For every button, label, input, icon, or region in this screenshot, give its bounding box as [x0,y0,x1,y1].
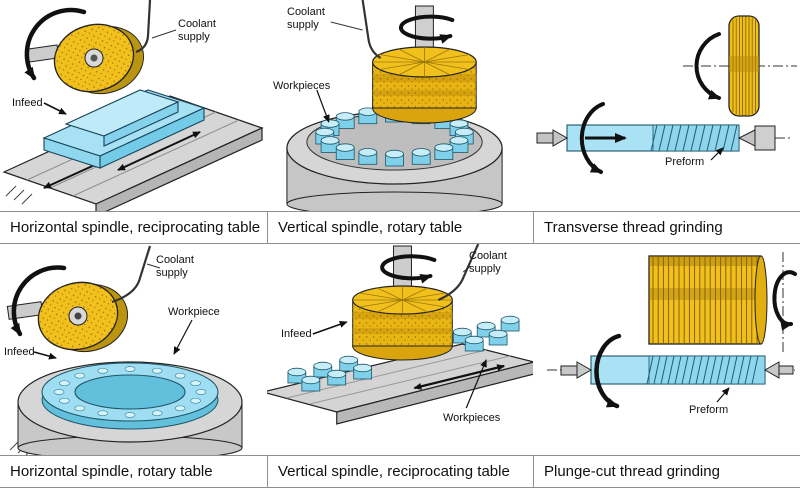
illustration-horizontal-spindle-reciprocating-table [2,0,264,211]
infeed-arrow [43,102,67,115]
panel-transverse-thread-grinding: Preform Transverse thread grinding [533,0,800,244]
panel-vertical-spindle-rotary-table: Coolant supply Workpieces Vertical spind… [267,0,533,244]
ring-workpiece [41,362,219,430]
figure-area: Coolant supply Workpieces [267,0,533,211]
caption-horizontal-spindle-reciprocating-table: Horizontal spindle, reciprocating table [0,211,267,244]
workpiece-leader-arrow [173,319,193,355]
cup-wheel [352,285,453,361]
figure-area: Preform [533,0,800,211]
coolant-supply-label: Coolant supply [178,18,216,43]
spindle-rotation-arrow [398,14,455,44]
centers [536,125,776,151]
workpieces-ring [315,105,474,167]
wheel-rotation-arrow [694,32,721,100]
illustration-vertical-spindle-reciprocating-table [267,244,533,425]
work-table [42,89,206,169]
caption-vertical-spindle-reciprocating-table: Vertical spindle, reciprocating table [267,455,533,488]
workpieces-leader-arrow [316,89,330,123]
coolant-supply-label: Coolant supply [156,254,194,279]
caption-horizontal-spindle-rotary-table: Horizontal spindle, rotary table [0,455,267,488]
wheel-rotation-arrow [772,270,797,331]
cup-wheel [372,46,477,124]
infeed-label: Infeed [4,346,35,358]
panel-horizontal-spindle-rotary-table: Coolant supply Workpiece Infeed Horizont… [0,244,267,488]
illustration-horizontal-spindle-rotary-table [6,245,243,455]
preform-leader [710,147,724,161]
preform-leader [716,387,730,403]
wheel-rotation-arrow [24,7,87,81]
workpiece-label: Workpiece [168,306,220,318]
coolant-supply-label: Coolant supply [287,6,325,31]
grinding-wheel [53,23,145,95]
grinding-wheel [728,15,760,117]
figure-area: Coolant supply Infeed [0,0,267,211]
reciprocation-arrow [413,364,506,390]
coolant-line [437,244,480,302]
panel-plunge-cut-thread-grinding: Preform Plunge-cut thread grinding [533,244,800,488]
panel-vertical-spindle-reciprocating-table: Coolant supply Infeed Workpieces Vertica… [267,244,533,488]
workpiece [590,355,766,385]
figure-area: Preform [533,244,800,455]
infeed-label: Infeed [281,328,312,340]
figure-area: Coolant supply Infeed Workpieces [267,244,533,455]
illustration-transverse-thread-grinding [536,15,797,174]
spindle-rotation-arrow [380,254,437,284]
workpieces-label: Workpieces [443,412,501,424]
grinding-wheel [37,281,129,353]
workpieces [287,315,520,392]
coolant-line [135,0,177,54]
grinding-wheel [648,255,768,345]
preform-label: Preform [665,156,705,168]
caption-vertical-spindle-rotary-table: Vertical spindle, rotary table [267,211,533,244]
coolant-supply-label: Coolant supply [469,250,507,275]
caption-plunge-cut-thread-grinding: Plunge-cut thread grinding [533,455,800,488]
workpiece-rotation-arrow [579,102,605,174]
infeed-label: Infeed [12,97,43,109]
preform-label: Preform [689,404,729,416]
panel-horizontal-spindle-reciprocating-table: Coolant supply Infeed Horizontal spindle… [0,0,267,244]
figure-area: Coolant supply Workpiece Infeed [0,244,267,455]
coolant-line [330,0,382,59]
ground-hatch [5,185,33,205]
illustration-vertical-spindle-rotary-table [286,0,503,211]
coolant-line [111,245,161,304]
infeed-arrow [312,321,348,335]
workpieces-leader-arrow [465,359,487,409]
infeed-arrow [33,351,57,360]
workpieces-label: Workpieces [273,80,331,92]
wheel-rotation-arrow [10,265,67,337]
caption-transverse-thread-grinding: Transverse thread grinding [533,211,800,244]
workpiece-rotation-arrow [594,333,622,409]
centers [560,361,794,379]
illustration-plunge-cut-thread-grinding [547,252,797,409]
